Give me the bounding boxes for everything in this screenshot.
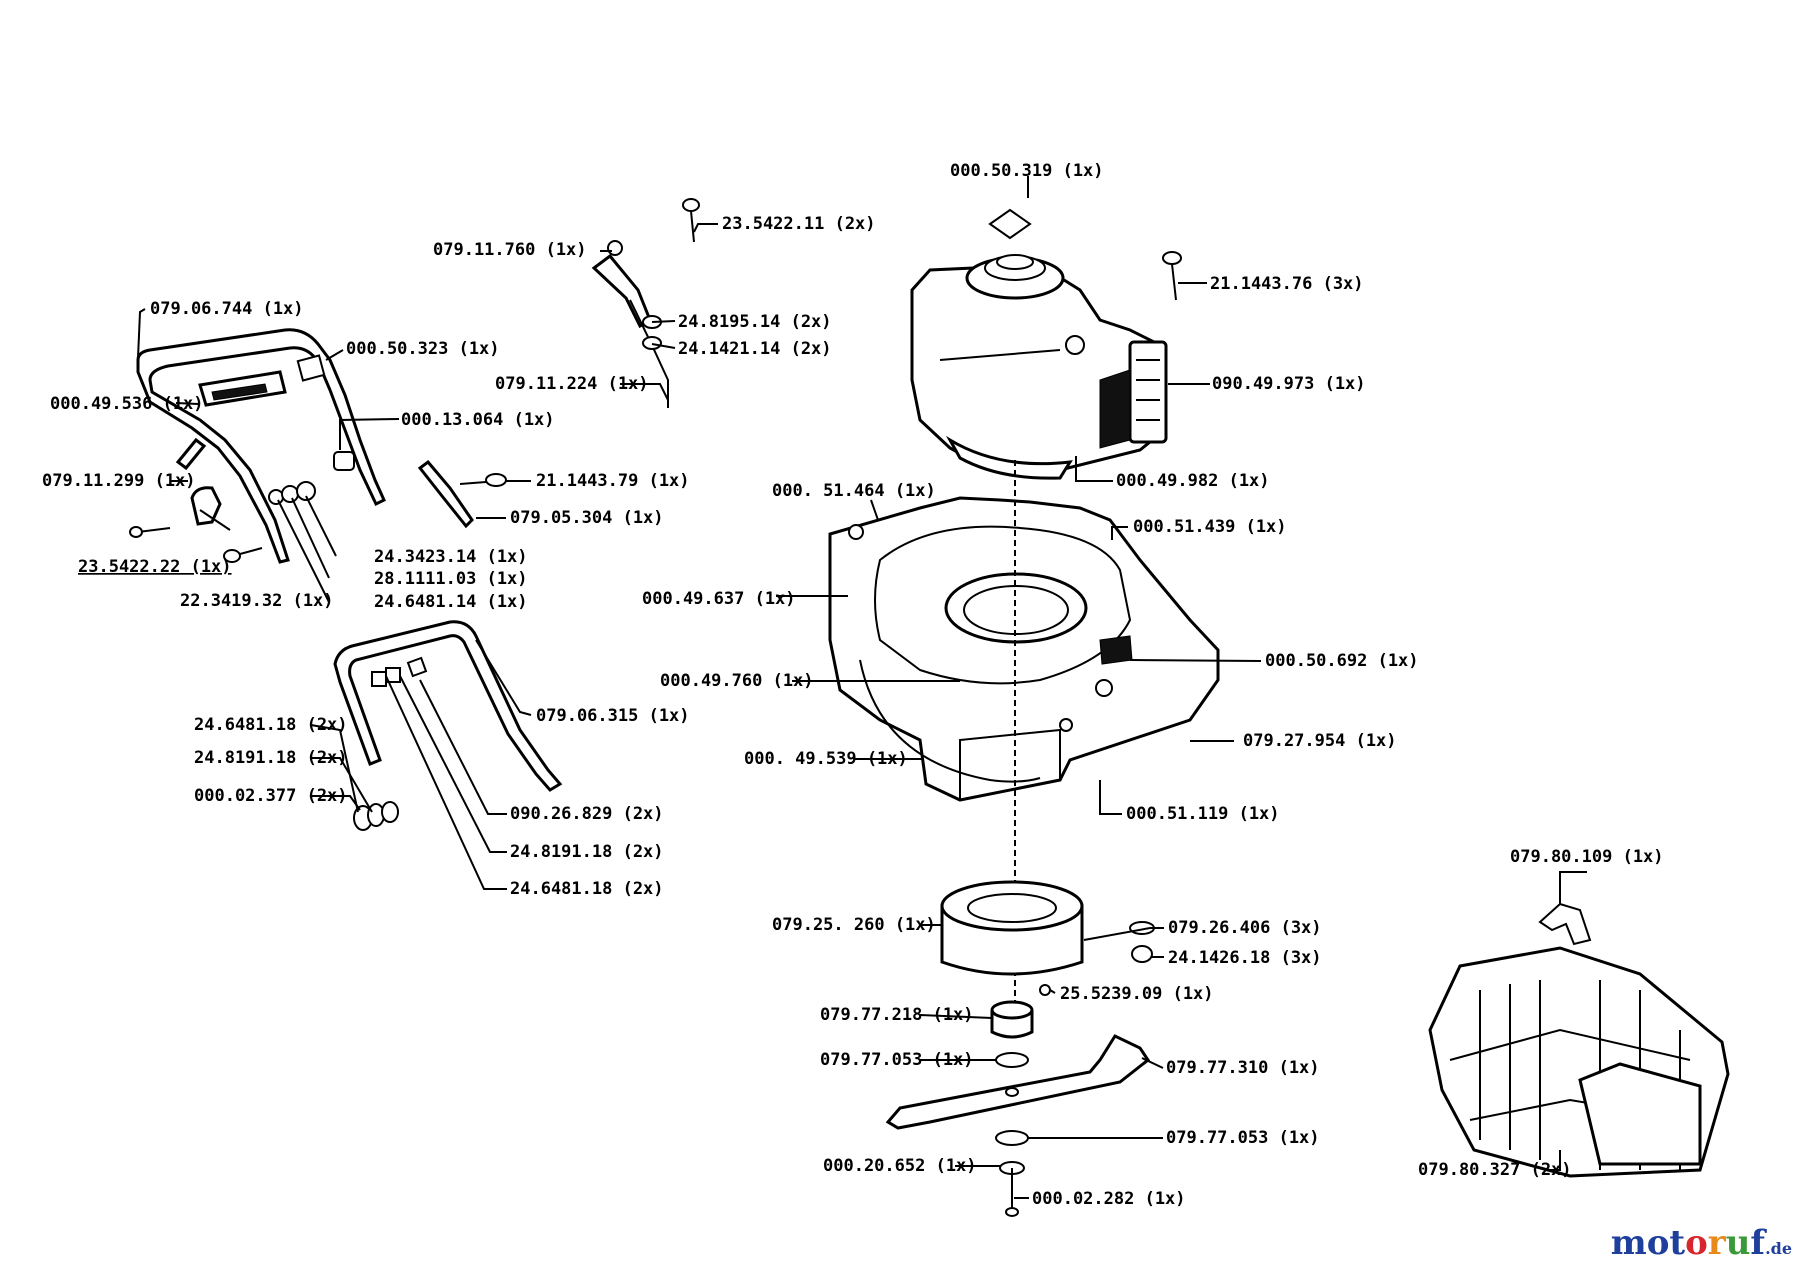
label-000-49-760: 000.49.760 (1x) bbox=[660, 671, 814, 691]
label-24-1421-14: 24.1421.14 (2x) bbox=[678, 339, 832, 359]
label-090-26-829: 090.26.829 (2x) bbox=[510, 804, 664, 824]
label-079-11-299: 079.11.299 (1x) bbox=[42, 471, 196, 491]
label-24-3423-14: 24.3423.14 (1x) bbox=[374, 547, 528, 567]
label-000-13-064: 000.13.064 (1x) bbox=[401, 410, 555, 430]
label-24-8191-18-a: 24.8191.18 (2x) bbox=[194, 748, 348, 768]
grass-catcher bbox=[1428, 902, 1730, 1178]
label-000-51-464: 000. 51.464 (1x) bbox=[772, 481, 936, 501]
blade-assembly bbox=[885, 880, 1155, 1217]
label-28-1111-03: 28.1111.03 (1x) bbox=[374, 569, 528, 589]
mower-deck bbox=[828, 460, 1220, 1040]
label-079-11-224: 079.11.224 (1x) bbox=[495, 374, 649, 394]
brand-tld: .de bbox=[1765, 1239, 1792, 1258]
label-000-49-536: 000.49.536 (1x) bbox=[50, 394, 204, 414]
label-24-6481-18-a: 24.6481.18 (2x) bbox=[194, 715, 348, 735]
label-079-06-744: 079.06.744 (1x) bbox=[150, 299, 304, 319]
label-25-5239-09: 25.5239.09 (1x) bbox=[1060, 984, 1214, 1004]
label-079-26-406: 079.26.406 (3x) bbox=[1168, 918, 1322, 938]
label-21-1443-76: 21.1443.76 (3x) bbox=[1210, 274, 1364, 294]
label-000-49-982: 000.49.982 (1x) bbox=[1116, 471, 1270, 491]
label-079-77-053-b: 079.77.053 (1x) bbox=[1166, 1128, 1320, 1148]
label-000-49-637: 000.49.637 (1x) bbox=[642, 589, 796, 609]
label-24-8191-18-b: 24.8191.18 (2x) bbox=[510, 842, 664, 862]
label-079-80-109: 079.80.109 (1x) bbox=[1510, 847, 1664, 867]
brand-part-3: r bbox=[1707, 1223, 1726, 1263]
label-000-50-323: 000.50.323 (1x) bbox=[346, 339, 500, 359]
handle-assembly bbox=[129, 328, 563, 831]
label-000-02-377: 000.02.377 (2x) bbox=[194, 786, 348, 806]
brand-part-5: f bbox=[1750, 1223, 1766, 1263]
label-079-27-954: 079.27.954 (1x) bbox=[1243, 731, 1397, 751]
label-079-06-315: 079.06.315 (1x) bbox=[536, 706, 690, 726]
label-079-77-310: 079.77.310 (1x) bbox=[1166, 1058, 1320, 1078]
label-24-6481-18-b: 24.6481.18 (2x) bbox=[510, 879, 664, 899]
label-000-50-692: 000.50.692 (1x) bbox=[1265, 651, 1419, 671]
brand-part-2: o bbox=[1685, 1223, 1708, 1263]
label-090-49-973: 090.49.973 (1x) bbox=[1212, 374, 1366, 394]
label-079-77-053-a: 079.77.053 (1x) bbox=[820, 1050, 974, 1070]
label-000-51-119: 000.51.119 (1x) bbox=[1126, 804, 1280, 824]
label-079-11-760: 079.11.760 (1x) bbox=[433, 240, 587, 260]
brand-part-1: mot bbox=[1610, 1223, 1686, 1263]
label-079-25-260: 079.25. 260 (1x) bbox=[772, 915, 936, 935]
label-24-6481-14: 24.6481.14 (1x) bbox=[374, 592, 528, 612]
label-24-1426-18: 24.1426.18 (3x) bbox=[1168, 948, 1322, 968]
label-079-80-327: 079.80.327 (2x) bbox=[1418, 1160, 1572, 1180]
engine-assembly bbox=[910, 208, 1182, 480]
label-000-50-319: 000.50.319 (1x) bbox=[950, 161, 1104, 181]
brand-part-4: u bbox=[1725, 1223, 1751, 1263]
brand-watermark: motoruf.de bbox=[1611, 1223, 1792, 1263]
part-labels: 000.50.319 (1x) 23.5422.11 (2x) 079.11.7… bbox=[42, 161, 1664, 1209]
label-23-5422-11: 23.5422.11 (2x) bbox=[722, 214, 876, 234]
label-000-51-439: 000.51.439 (1x) bbox=[1133, 517, 1287, 537]
label-000-49-539: 000. 49.539 (1x) bbox=[744, 749, 908, 769]
label-22-3419-32: 22.3419.32 (1x) bbox=[180, 591, 334, 611]
control-lever-assembly bbox=[591, 198, 700, 408]
label-000-02-282: 000.02.282 (1x) bbox=[1032, 1189, 1186, 1209]
label-21-1443-79: 21.1443.79 (1x) bbox=[536, 471, 690, 491]
label-24-8195-14: 24.8195.14 (2x) bbox=[678, 312, 832, 332]
label-079-77-218: 079.77.218 (1x) bbox=[820, 1005, 974, 1025]
label-000-20-652: 000.20.652 (1x) bbox=[823, 1156, 977, 1176]
label-23-5422-22: 23.5422.22 (1x) bbox=[78, 557, 232, 577]
label-079-05-304: 079.05.304 (1x) bbox=[510, 508, 664, 528]
leader-lines bbox=[137, 176, 1587, 1199]
